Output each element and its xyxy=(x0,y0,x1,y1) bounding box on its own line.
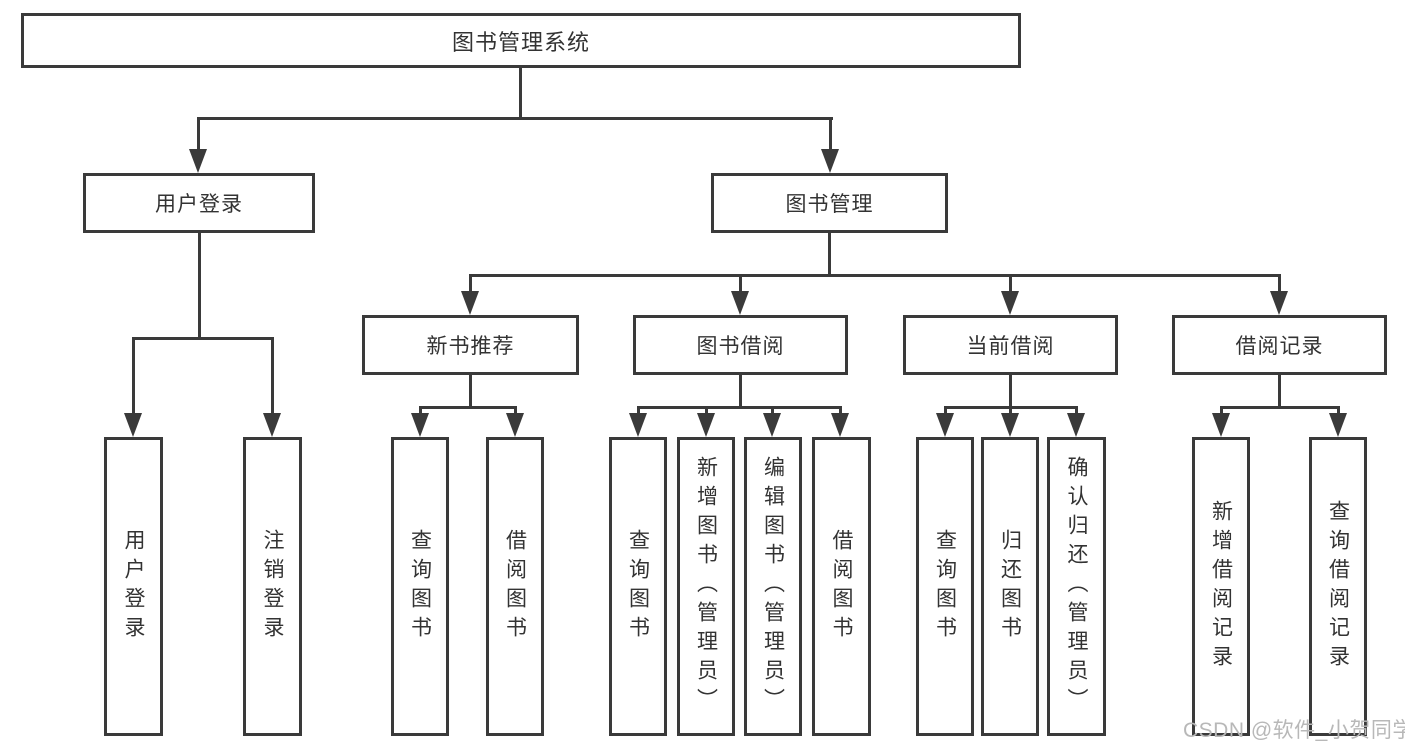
leaf-query-books-recommend: 查询图书 xyxy=(391,437,449,736)
node-new-book-recommendation: 新书推荐 xyxy=(362,315,579,375)
connector-drop xyxy=(1009,406,1012,418)
connector-book-mgmt-stem xyxy=(828,233,831,276)
arrowhead xyxy=(629,413,647,437)
connector-drop-borrow-records xyxy=(1278,274,1281,294)
node-label: 图书管理 xyxy=(785,193,874,216)
connector-drop xyxy=(419,406,422,418)
arrowhead xyxy=(1329,413,1347,437)
leaf-return-books: 归还图书 xyxy=(981,437,1039,736)
leaf-borrow-books: 借阅图书 xyxy=(812,437,871,736)
leaf-label: 新增借阅记录 xyxy=(1209,499,1233,674)
arrowhead-leaf-user-login xyxy=(124,413,142,437)
leaf-query-books-current: 查询图书 xyxy=(916,437,974,736)
node-library-management-system: 图书管理系统 xyxy=(21,13,1021,68)
leaf-label: 查询图书 xyxy=(933,528,957,645)
connector-drop xyxy=(705,406,708,418)
connector-drop xyxy=(839,406,842,418)
connector-drop xyxy=(1075,406,1078,418)
node-borrowing-records: 借阅记录 xyxy=(1172,315,1387,375)
connector-user-login-stem xyxy=(198,233,201,339)
node-user-login: 用户登录 xyxy=(83,173,315,233)
connector-drop xyxy=(1220,406,1223,418)
connector-new-book-stem xyxy=(469,375,472,409)
csdn-watermark: CSDN @软件_小贺同学 xyxy=(1183,719,1405,742)
arrowhead xyxy=(936,413,954,437)
leaf-confirm-return-admin: 确认归还（管理员） xyxy=(1047,437,1106,736)
leaf-query-books-borrow: 查询图书 xyxy=(609,437,667,736)
connector-book-borrow-rail xyxy=(637,406,841,409)
leaf-user-login: 用户登录 xyxy=(104,437,163,736)
node-current-borrowing: 当前借阅 xyxy=(903,315,1118,375)
connector-root-stem xyxy=(519,68,522,119)
leaf-label: 归还图书 xyxy=(998,528,1022,645)
leaf-label: 新增图书（管理员） xyxy=(694,456,718,717)
connector-root-rail xyxy=(197,117,833,120)
connector-drop xyxy=(1337,406,1340,418)
leaf-label: 用户登录 xyxy=(122,528,145,645)
arrowhead xyxy=(506,413,524,437)
connector-drop-book-management xyxy=(829,117,832,151)
connector-user-login-rail xyxy=(132,337,274,340)
connector-borrow-records-rail xyxy=(1220,406,1339,409)
connector-drop-leaf-user-login xyxy=(132,337,135,415)
leaf-label: 注销登录 xyxy=(261,528,284,645)
connector-book-borrow-stem xyxy=(739,375,742,409)
leaf-edit-books-admin: 编辑图书（管理员） xyxy=(744,437,802,736)
connector-drop xyxy=(514,406,517,418)
connector-book-mgmt-rail xyxy=(469,274,1281,277)
leaf-label: 确认归还（管理员） xyxy=(1065,456,1088,717)
connector-drop-current-borrow xyxy=(1009,274,1012,294)
leaf-label: 借阅图书 xyxy=(503,528,527,645)
node-label: 用户登录 xyxy=(155,193,243,216)
connector-current-borrow-stem xyxy=(1009,375,1012,409)
node-label: 当前借阅 xyxy=(966,335,1055,358)
arrowhead-borrow-records xyxy=(1270,291,1288,315)
leaf-add-borrow-record: 新增借阅记录 xyxy=(1192,437,1250,736)
node-book-management: 图书管理 xyxy=(711,173,948,233)
connector-drop xyxy=(637,406,640,418)
arrowhead xyxy=(697,413,715,437)
node-label: 图书管理系统 xyxy=(451,29,590,55)
connector-borrow-records-stem xyxy=(1278,375,1281,409)
arrowhead-book-management xyxy=(821,149,839,173)
connector-drop xyxy=(771,406,774,418)
leaf-label: 查询图书 xyxy=(626,528,650,645)
leaf-label: 借阅图书 xyxy=(830,528,853,645)
arrowhead xyxy=(831,413,849,437)
node-label: 新书推荐 xyxy=(426,335,515,358)
arrowhead-current-borrow xyxy=(1001,291,1019,315)
arrowhead xyxy=(1001,413,1019,437)
connector-new-book-rail xyxy=(419,406,517,409)
connector-drop-leaf-logout xyxy=(271,337,274,415)
node-label: 图书借阅 xyxy=(696,335,785,358)
arrowhead-book-borrow xyxy=(731,291,749,315)
connector-drop-user-login xyxy=(197,117,200,151)
arrowhead-user-login xyxy=(189,149,207,173)
connector-drop xyxy=(944,406,947,418)
arrowhead xyxy=(1067,413,1085,437)
arrowhead xyxy=(1212,413,1230,437)
leaf-label: 查询借阅记录 xyxy=(1326,499,1350,674)
leaf-query-borrow-record: 查询借阅记录 xyxy=(1309,437,1367,736)
leaf-label: 查询图书 xyxy=(408,528,432,645)
connector-drop-new-book xyxy=(469,274,472,294)
leaf-label: 编辑图书（管理员） xyxy=(761,456,785,717)
node-label: 借阅记录 xyxy=(1235,335,1324,358)
leaf-borrow-books-recommend: 借阅图书 xyxy=(486,437,544,736)
arrowhead-new-book xyxy=(461,291,479,315)
connector-drop-book-borrow xyxy=(739,274,742,294)
arrowhead xyxy=(763,413,781,437)
node-book-borrowing: 图书借阅 xyxy=(633,315,848,375)
arrowhead xyxy=(411,413,429,437)
leaf-logout: 注销登录 xyxy=(243,437,302,736)
leaf-add-books-admin: 新增图书（管理员） xyxy=(677,437,735,736)
arrowhead-leaf-logout xyxy=(263,413,281,437)
